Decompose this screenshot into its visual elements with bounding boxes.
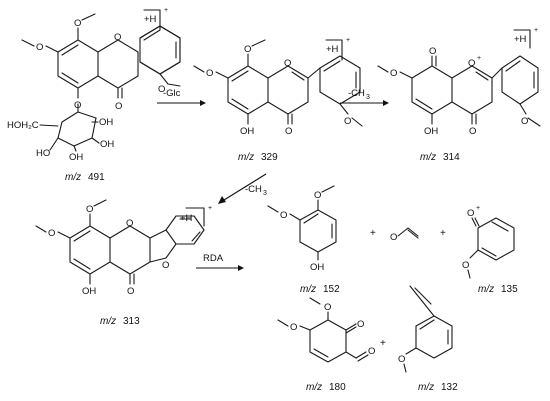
mz-prefix: m/z: [100, 316, 116, 327]
charge-sign: +: [534, 27, 538, 34]
hoh2c-label: HOH₂C: [7, 120, 39, 131]
o-me-329: O: [344, 116, 351, 127]
quinone-o-314: O: [429, 46, 436, 57]
oh-label: OH: [99, 117, 113, 128]
o-me-314: O: [521, 116, 528, 127]
furan-o-313: O: [162, 260, 169, 271]
mz-314: 314: [443, 152, 460, 163]
ring-o-314: O: [468, 58, 475, 69]
mz-prefix: m/z: [306, 382, 322, 393]
ome-left-152: O: [280, 210, 287, 221]
mz-prefix: m/z: [238, 152, 254, 163]
ome-left-313: O: [48, 228, 55, 239]
compound-491: O O O O O O HOH₂C OH OH HO OH +H +: [7, 7, 181, 183]
acylium-o: O: [467, 208, 474, 219]
methyl-subscript: 3: [263, 190, 267, 197]
carbonyl-o-329: O: [285, 126, 292, 137]
compound-180: O O O O m/z 180: [277, 297, 375, 393]
oh-152: OH: [310, 262, 324, 273]
o-me-135: O: [462, 260, 469, 271]
charge-plus-314: +: [477, 55, 481, 62]
plus-sign: +: [440, 228, 446, 239]
ho-label: HO: [36, 148, 50, 159]
plus-sign: +: [380, 338, 386, 349]
charge-bracket: +H: [180, 213, 193, 224]
arrow-label-ch3: -CH: [245, 184, 262, 195]
ome-top-313: O: [86, 204, 93, 215]
charge-bracket: +H: [326, 44, 339, 55]
ome-top-491: O: [74, 18, 81, 29]
carbonyl-o-180: O: [357, 319, 364, 330]
arrow-glc: -Glc: [157, 88, 206, 106]
ome-top-329: O: [244, 44, 251, 55]
mz-180: 180: [329, 382, 346, 393]
mz-prefix: m/z: [420, 152, 436, 163]
arrow-label-ch3: -CH: [348, 88, 365, 99]
mz-prefix: m/z: [478, 284, 494, 295]
charge-sign: +: [164, 7, 168, 14]
ome-top-180: O: [324, 302, 331, 313]
aldehyde-o-180: O: [368, 346, 375, 357]
fragment-ketene: O: [390, 227, 419, 243]
charge-sign: +: [346, 37, 350, 44]
ome-top-152: O: [314, 190, 321, 201]
arrow-ch3-2: -CH 3: [218, 173, 267, 204]
oh-label: OH: [100, 139, 114, 150]
ring-o-329: O: [284, 58, 291, 69]
mz-491: 491: [88, 172, 105, 183]
carbonyl-o-313: O: [127, 286, 134, 297]
mz-135: 135: [501, 284, 518, 295]
arrow-rda: RDA: [196, 253, 244, 271]
plus-sign: +: [370, 228, 376, 239]
ketene-o: O: [390, 232, 397, 243]
mz-152: 152: [323, 284, 340, 295]
carbonyl-o-314: O: [469, 126, 476, 137]
o-me-132: O: [398, 354, 405, 365]
mz-329: 329: [261, 152, 278, 163]
mz-prefix: m/z: [418, 382, 434, 393]
compound-313: O O O O O OH +H + m/z 313: [35, 199, 212, 327]
arrow-label-rda: RDA: [203, 253, 224, 264]
mz-313: 313: [123, 316, 140, 327]
mz-132: 132: [441, 382, 458, 393]
arrow-ch3-1: -CH 3: [340, 88, 389, 106]
charge-bracket: +H: [144, 14, 157, 25]
ome-left-329: O: [206, 68, 213, 79]
carbonyl-o: O: [115, 101, 122, 112]
oh-label: OH: [69, 152, 83, 163]
compound-132: O m/z 132: [398, 285, 458, 393]
compound-135: O + O m/z 135: [462, 205, 518, 295]
methyl-subscript: 3: [366, 94, 370, 101]
ring-o-491: O: [114, 32, 121, 43]
oh-314: OH: [424, 126, 438, 137]
oh-313: OH: [82, 286, 96, 297]
ome-left-491: O: [36, 42, 43, 53]
charge-plus-135: +: [476, 205, 480, 212]
compound-314: O + O O O O OH +H + m/z 314: [377, 27, 541, 163]
oh-329: OH: [240, 126, 254, 137]
o-me-491: O: [158, 84, 165, 95]
charge-sign: +: [208, 205, 212, 212]
mz-prefix: m/z: [65, 172, 81, 183]
ome-left-180: O: [290, 322, 297, 333]
ring-o-313: O: [126, 218, 133, 229]
compound-152: O O OH m/z 152: [267, 185, 340, 295]
ome-left-314: O: [390, 68, 397, 79]
mz-prefix: m/z: [300, 284, 316, 295]
arrow-label-glc: -Glc: [163, 88, 181, 99]
compound-329: O O O O O OH +H + m/z 329: [193, 37, 363, 163]
charge-bracket: +H: [514, 34, 527, 45]
